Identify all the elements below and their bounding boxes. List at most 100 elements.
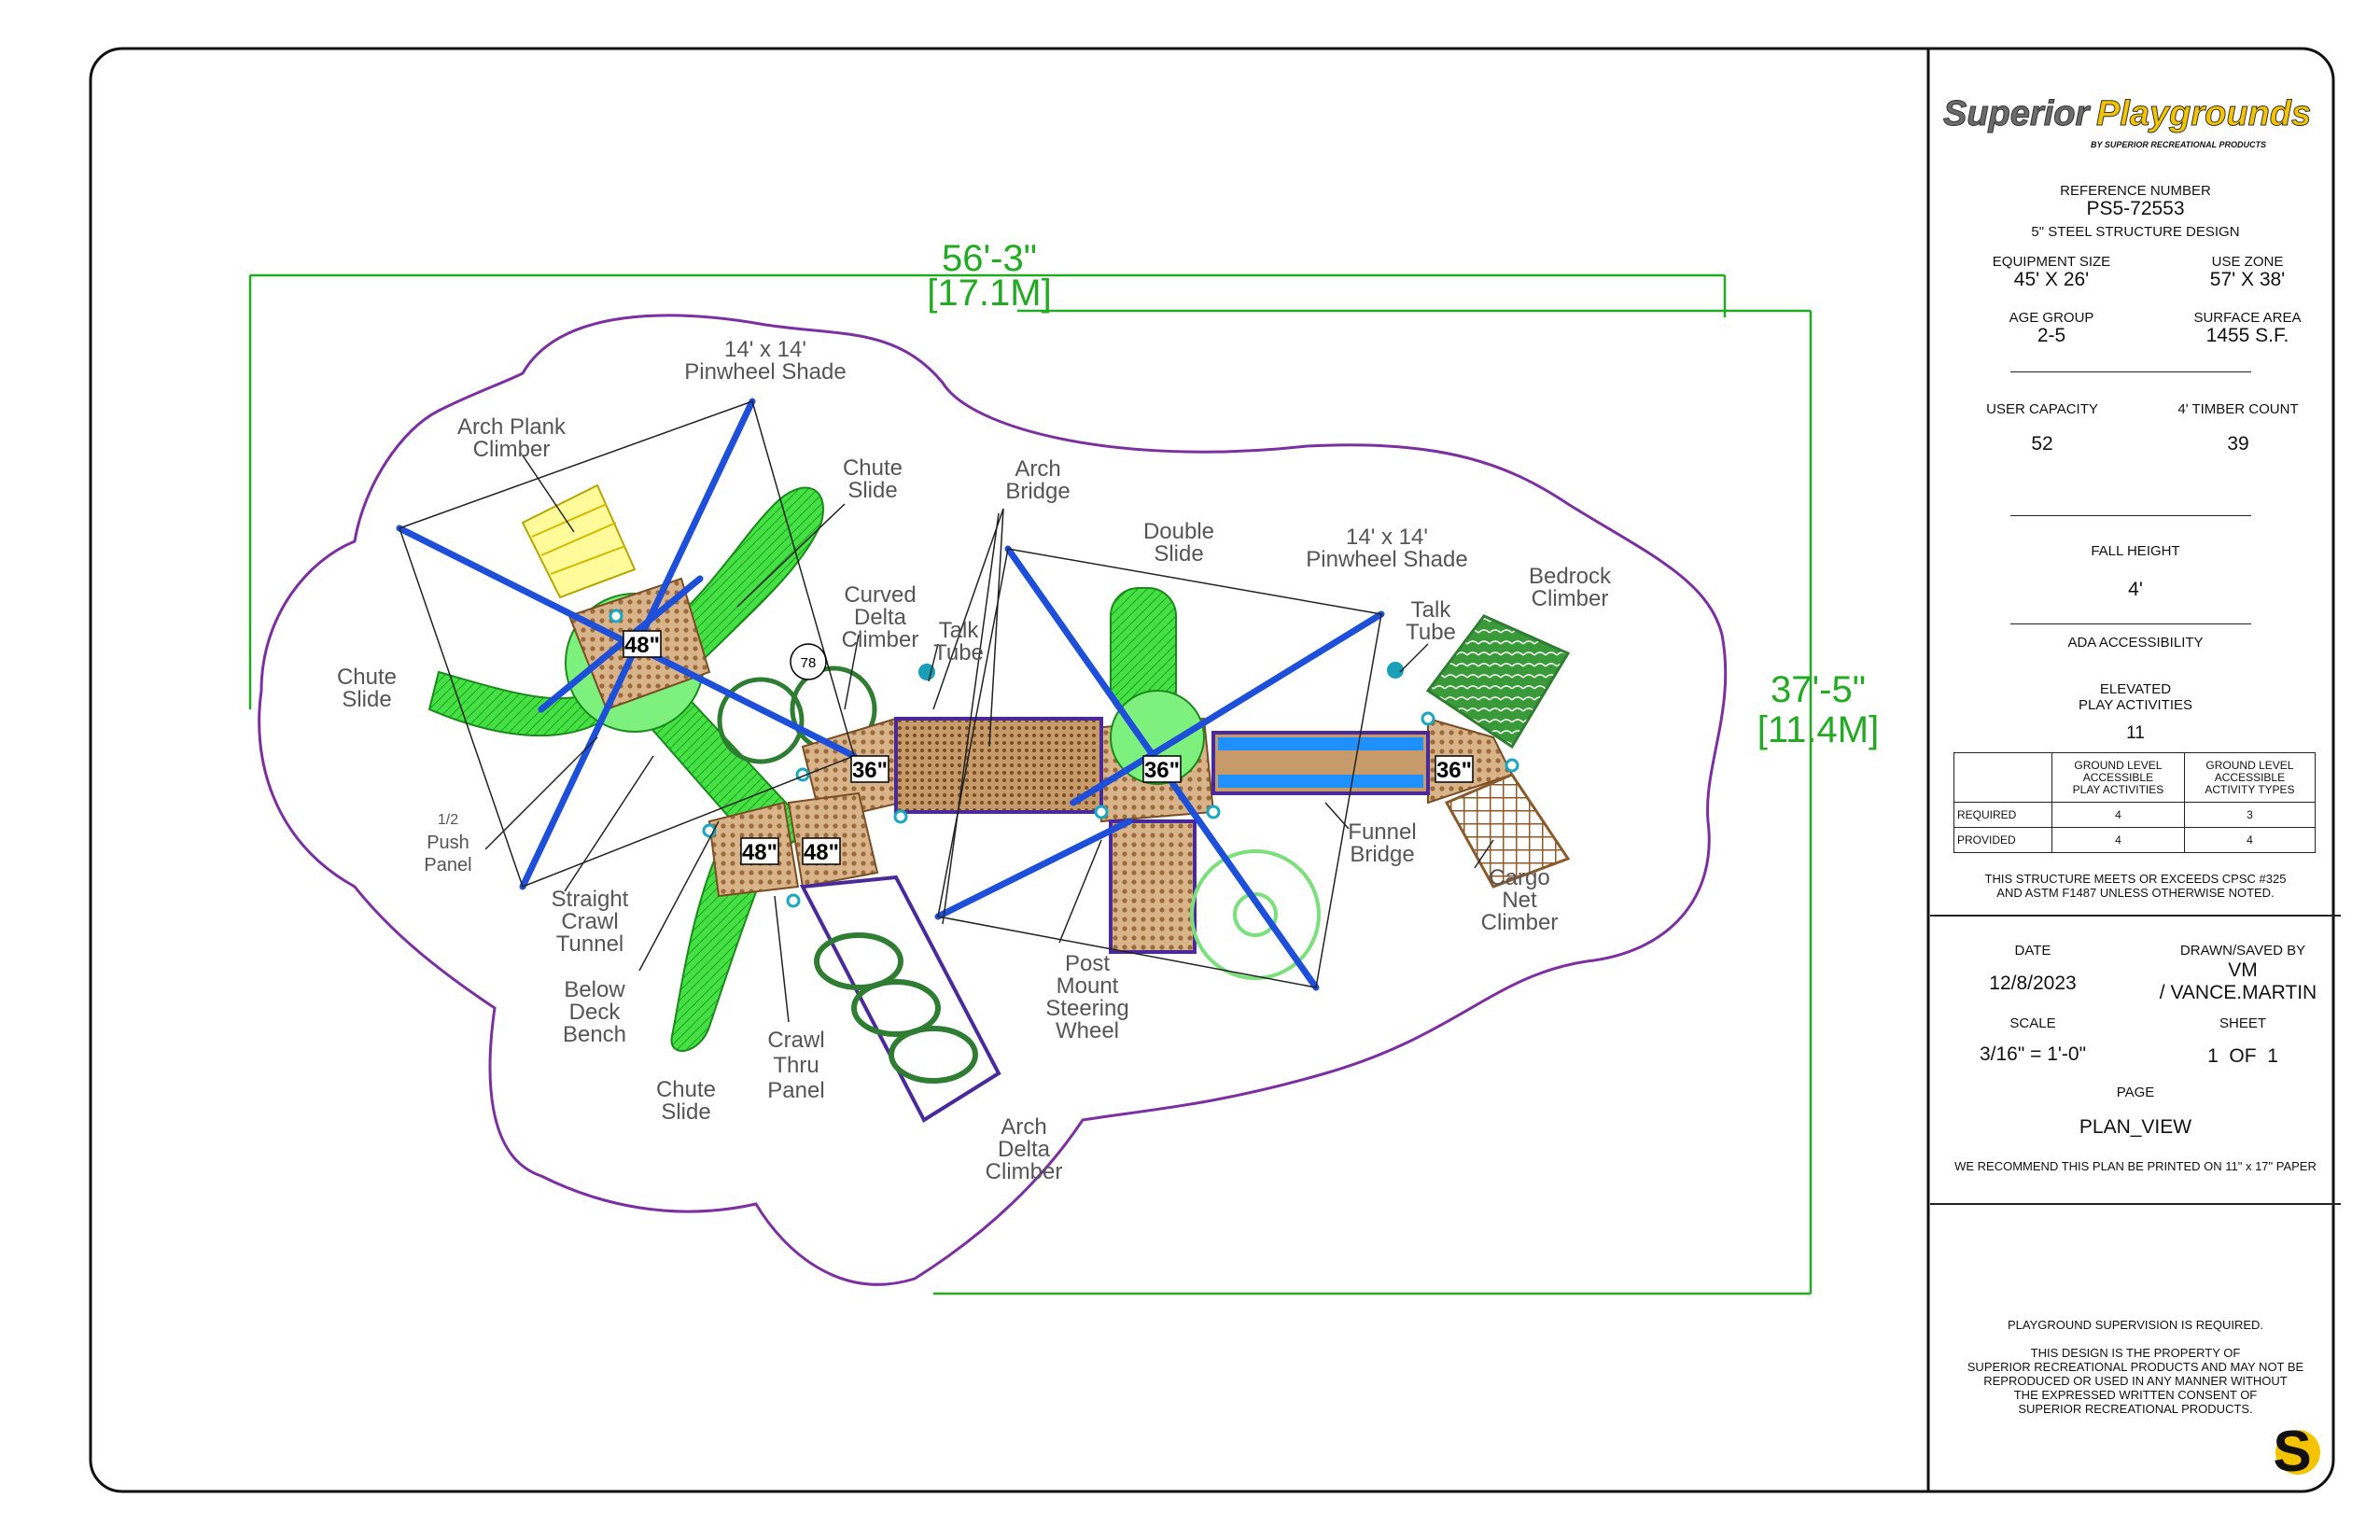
th2-line1: GROUND LEVEL: [2205, 758, 2294, 772]
user-capacity-label: USER CAPACITY: [1986, 401, 2098, 417]
row-provided-a: 4: [2051, 827, 2185, 853]
property-note-2: SUPERIOR RECREATIONAL PRODUCTS AND MAY N…: [1967, 1360, 2304, 1374]
th1-line2: ACCESSIBLE: [2082, 770, 2154, 784]
page-value: PLAN_VIEW: [2079, 1116, 2192, 1138]
height-dimension-m: [11.4M]: [1757, 709, 1879, 750]
label-arch-delta-climber-a: Arch: [1001, 1114, 1046, 1140]
label-push-panel-a: 1/2: [438, 812, 458, 828]
corner-logo-letter: S: [2273, 1420, 2311, 1480]
divider-2: [1930, 1203, 2341, 1205]
sheet-label: SHEET: [2219, 1015, 2266, 1031]
accessibility-table: GROUND LEVEL ACCESSIBLE PLAY ACTIVITIES …: [1953, 752, 2317, 853]
date-label: DATE: [2014, 943, 2051, 959]
label-arch-delta-climber-b: Delta: [998, 1137, 1051, 1162]
property-note-4: THE EXPRESSED WRITTEN CONSENT OF: [2013, 1388, 2258, 1402]
th2-line2: ACCESSIBLE: [2214, 770, 2286, 784]
property-note-5: SUPERIOR RECREATIONAL PRODUCTS.: [2018, 1402, 2253, 1416]
logo-sub: BY SUPERIOR RECREATIONAL PRODUCTS: [2091, 140, 2266, 149]
row-provided-b: 4: [2183, 827, 2317, 853]
deck-height-tag-2: 36": [852, 758, 888, 783]
use-zone-value: 57' X 38': [2209, 269, 2286, 290]
deck-tag-bg-5: [1142, 755, 1182, 783]
row-required-label: REQUIRED: [1953, 802, 2052, 828]
arch-plank-climber: [521, 483, 637, 599]
cpsc-note-1: THIS STRUCTURE MEETS OR EXCEEDS CPSC #32…: [1984, 872, 2287, 886]
structure-design: 5" STEEL STRUCTURE DESIGN: [2031, 224, 2240, 240]
label-pinwheel-shade-2-b: Pinwheel Shade: [1306, 547, 1467, 572]
reference-label: REFERENCE NUMBER: [2060, 183, 2211, 199]
label-chute-slide-top-b: Slide: [847, 478, 897, 503]
chute-slide-bottom: [670, 847, 767, 1052]
rule-3: [2010, 623, 2251, 624]
label-curved-delta-climber-a: Curved: [844, 582, 916, 608]
label-bedrock-climber-a: Bedrock: [1529, 564, 1612, 589]
label-pinwheel-shade-2-a: 14' x 14': [1346, 525, 1428, 550]
label-post-mount-steering-wheel-b: Mount: [1057, 973, 1119, 999]
label-crawl-thru-panel-c: Panel: [767, 1078, 824, 1103]
table-row: REQUIRED 4 3: [1953, 802, 2317, 828]
label-chute-slide-bottom-a: Chute: [656, 1077, 716, 1102]
cpsc-note-2: AND ASTM F1487 UNLESS OTHERWISE NOTED.: [1996, 886, 2275, 900]
company-logo: Superior Playgrounds BY SUPERIOR RECREAT…: [1943, 94, 2312, 150]
scale-label: SCALE: [2009, 1015, 2056, 1031]
property-note-3: REPRODUCED OR USED IN ANY MANNER WITHOUT: [1983, 1374, 2288, 1388]
arch-delta-climber: [799, 875, 1001, 1123]
arch-bridge: [894, 717, 1103, 814]
leader-lines: [484, 455, 1494, 1023]
corner-logo-icon: S: [2273, 1420, 2320, 1480]
label-bedrock-climber-b: Climber: [1532, 586, 1609, 611]
age-group-label: AGE GROUP: [2009, 310, 2094, 326]
title-block: Superior Playgrounds BY SUPERIOR RECREAT…: [1930, 49, 2341, 1491]
label-chute-slide-left-a: Chute: [337, 665, 397, 690]
label-post-mount-steering-wheel-a: Post: [1065, 951, 1110, 976]
reference-number: PS5-72553: [2086, 198, 2185, 219]
label-arch-bridge-a: Arch: [1015, 456, 1060, 482]
label-arch-plank-climber-a: Arch Plank: [457, 414, 567, 440]
post-mount-panel: [1109, 819, 1197, 954]
age-group-value: 2-5: [2037, 325, 2066, 346]
label-straight-crawl-tunnel-a: Straight: [552, 887, 629, 912]
fall-height-label: FALL HEIGHT: [2091, 543, 2180, 559]
label-arch-plank-climber-b: Climber: [473, 437, 551, 462]
cargo-net-climber: [1444, 773, 1571, 889]
label-straight-crawl-tunnel-c: Tunnel: [556, 931, 624, 957]
elevated-value: 11: [2126, 723, 2145, 743]
label-cargo-net-climber-c: Climber: [1481, 910, 1559, 935]
fall-height-value: 4': [2128, 579, 2143, 600]
th1-line1: GROUND LEVEL: [2074, 758, 2163, 772]
date-value: 12/8/2023: [1989, 973, 2077, 994]
funnel-bridge-rail-2: [1218, 775, 1423, 788]
deck-tag-bg-1: [623, 630, 662, 658]
talk-tube-1: [918, 664, 935, 680]
posts: [609, 609, 1519, 908]
drawn-value-2: / VANCE.MARTIN: [2159, 982, 2317, 1003]
width-dimension-ft: 56'-3": [942, 238, 1037, 279]
page-label: PAGE: [2116, 1085, 2155, 1100]
divider-1: [1930, 915, 2341, 917]
steering-wheel-hub: [1233, 892, 1278, 937]
table-header-play-activities: GROUND LEVEL ACCESSIBLE PLAY ACTIVITIES: [2051, 752, 2185, 803]
elevated-label-1: ELEVATED: [2099, 681, 2172, 697]
drawn-value-1: VM: [2228, 959, 2258, 981]
ada-label: ADA ACCESSIBILITY: [2067, 635, 2204, 651]
label-arch-bridge-b: Bridge: [1005, 479, 1070, 504]
timber-count-label: 4' TIMBER COUNT: [2177, 401, 2299, 417]
label-post-mount-steering-wheel-d: Wheel: [1056, 1018, 1119, 1043]
height-dimension: [933, 309, 1813, 1295]
use-zone-outline: [258, 314, 1728, 1286]
label-crawl-thru-panel-a: Crawl: [767, 1028, 824, 1053]
deck-height-tag-6: 36": [1436, 758, 1472, 783]
width-dimension-m: [17.1M]: [927, 273, 1051, 314]
label-below-deck-bench-b: Deck: [569, 1000, 622, 1025]
label-push-panel-b: Push: [427, 833, 469, 853]
deck-height-tag-3: 48": [742, 840, 777, 865]
logo-main: Superior: [1943, 94, 2091, 133]
label-talk-tube-2-a: Talk: [1411, 597, 1452, 623]
funnel-bridge-rail: [1218, 737, 1423, 750]
timber-count-value: 39: [2227, 433, 2249, 455]
deck-tag-bg-2: [850, 755, 889, 783]
user-capacity-value: 52: [2031, 433, 2053, 455]
bedrock-climber: [1425, 614, 1571, 749]
scale-value: 3/16" = 1'-0": [1979, 1043, 2087, 1065]
label-crawl-thru-panel-b: Thru: [773, 1053, 819, 1078]
